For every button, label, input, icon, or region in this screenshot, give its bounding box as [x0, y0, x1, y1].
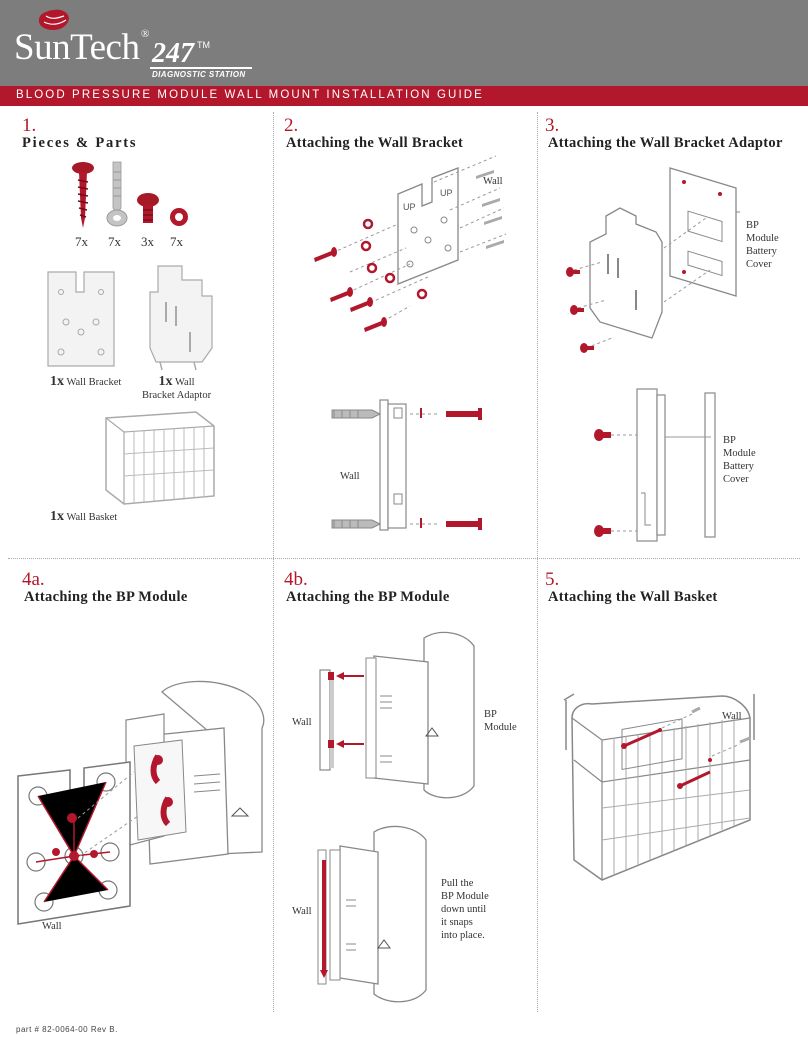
wall-basket-illustration — [105, 411, 215, 505]
section-3-callout-top: BP Module Battery Cover — [746, 220, 779, 270]
bracket-adaptor-exploded-view — [566, 167, 740, 353]
part-number: part # 82-0064-00 Rev B. — [16, 1025, 118, 1034]
bp-module-side-view-top — [319, 631, 475, 799]
wall-basket-label: 1x Wall Basket — [50, 509, 118, 524]
section-1-number: 1. — [22, 115, 37, 136]
section-3-callout-side: BP Module Battery Cover — [723, 435, 756, 485]
brand-underline — [150, 67, 252, 69]
section-2-wall-label-side: Wall — [340, 471, 360, 482]
title-banner — [0, 86, 808, 106]
section-5-title: Attaching the Wall Basket — [548, 589, 718, 605]
brand-name: SunTech — [14, 27, 140, 68]
bracket-adaptor-side-view — [594, 388, 716, 542]
section-4a-number: 4a. — [22, 569, 45, 590]
bracket-adaptor-label: 1x Wall Bracket Adaptor — [142, 374, 212, 402]
section-3-title: Attaching the Wall Bracket Adaptor — [548, 135, 783, 151]
section-2-number: 2. — [284, 115, 299, 136]
bracket-up-label-2: UP — [440, 188, 453, 198]
divider-vertical-2 — [537, 112, 538, 1012]
brand-subtitle: DIAGNOSTIC STATION — [152, 70, 246, 79]
section-4a-wall-label: Wall — [42, 921, 62, 932]
model-number: 247 — [152, 38, 194, 69]
bp-module-mount-illustration — [17, 680, 265, 925]
section-4b-instruction: Pull the BP Module down until it snaps i… — [441, 878, 489, 941]
section-2-title: Attaching the Wall Bracket — [286, 135, 464, 151]
section-4b-wall-label-top: Wall — [292, 717, 312, 728]
suntech-flower-logo — [38, 9, 69, 31]
section-5-number: 5. — [545, 569, 560, 590]
section-4a-title: Attaching the BP Module — [24, 589, 188, 605]
qty-anchors: 7x — [108, 234, 121, 249]
qty-washers: 7x — [170, 234, 183, 249]
section-4b-title: Attaching the BP Module — [286, 589, 450, 605]
wall-bracket-illustration — [47, 271, 115, 367]
wall-bracket-exploded-view: UP UP — [314, 155, 507, 332]
section-4b-number: 4b. — [284, 569, 308, 590]
machine-screw-icon — [137, 193, 159, 223]
section-4b-wall-label-bottom: Wall — [292, 906, 312, 917]
bracket-adaptor-illustration — [149, 265, 213, 371]
qty-screws: 7x — [75, 234, 88, 249]
divider-horizontal — [8, 558, 800, 559]
trademark-mark: TM — [197, 40, 210, 50]
wall-bracket-side-view — [331, 399, 482, 531]
bp-module-side-view-bottom — [317, 825, 427, 1003]
wall-bracket-label: 1x Wall Bracket — [50, 374, 122, 389]
washer-icon — [170, 208, 188, 226]
registered-mark: ® — [141, 28, 150, 40]
section-5-wall-label: Wall — [722, 711, 742, 722]
bracket-up-label: UP — [403, 202, 416, 212]
wall-anchor-icon — [106, 161, 128, 227]
section-3-number: 3. — [545, 115, 560, 136]
divider-vertical-1 — [273, 112, 274, 1012]
section-2-wall-label-top: Wall — [483, 176, 503, 187]
section-1-title: Pieces & Parts — [22, 135, 138, 151]
header-bar — [0, 0, 808, 86]
qty-machine-screws: 3x — [141, 234, 154, 249]
screw-icon — [72, 162, 94, 228]
wall-basket-installed-illustration — [563, 693, 755, 881]
section-4b-module-label: BP Module — [484, 709, 517, 733]
banner-title: BLOOD PRESSURE MODULE WALL MOUNT INSTALL… — [16, 89, 484, 101]
